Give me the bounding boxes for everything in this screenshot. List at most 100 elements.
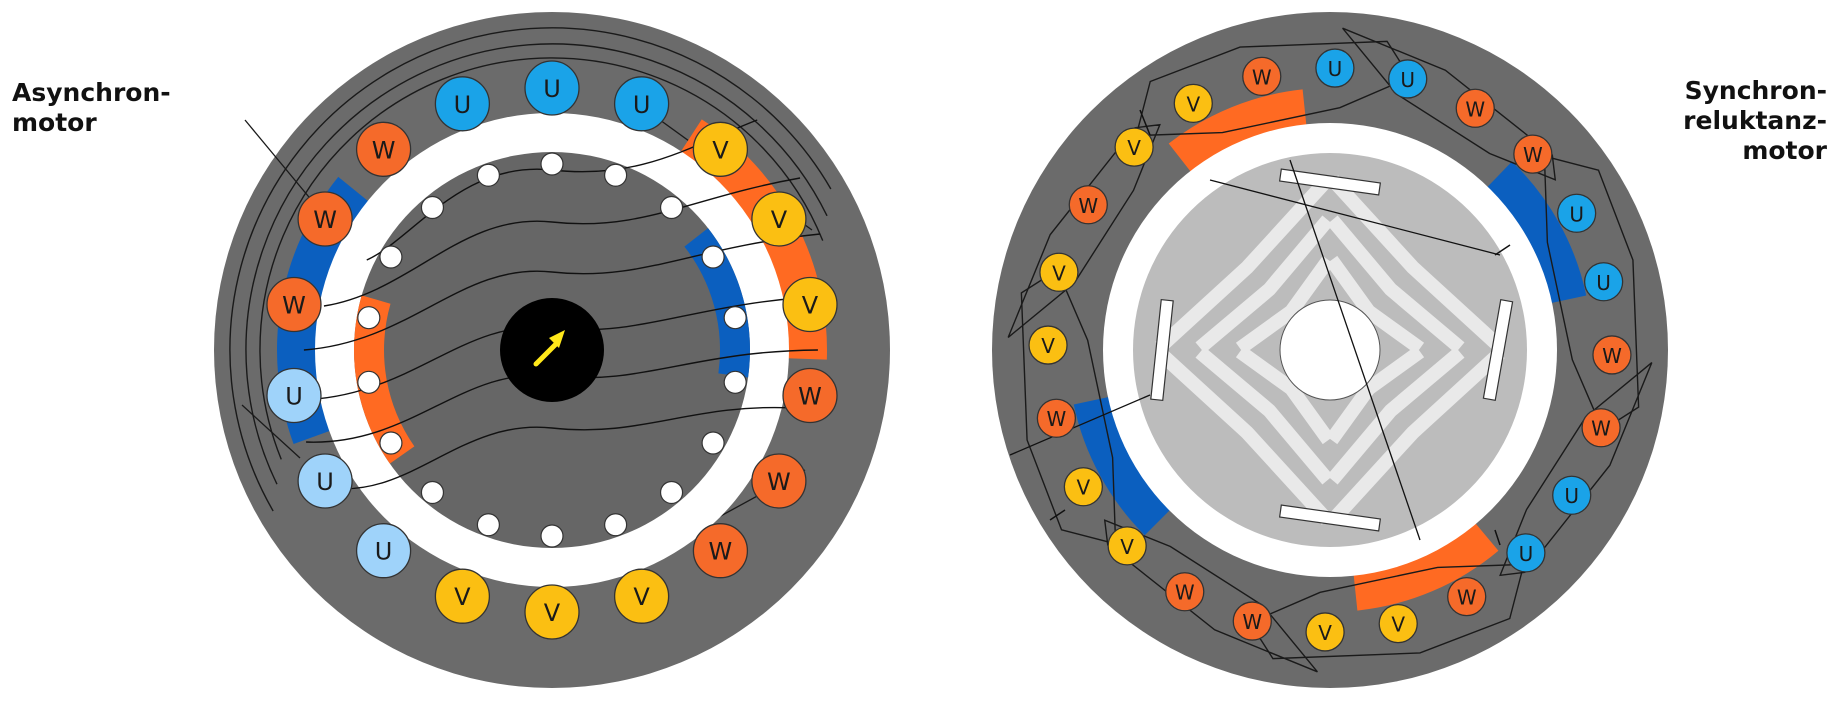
coil-letter: W (1175, 581, 1195, 605)
label-right-line-2: reluktanz- (1683, 106, 1827, 135)
coil-v: V (434, 568, 491, 624)
label-left-line-1: Asynchron- (12, 78, 171, 107)
coil-circle (1039, 252, 1079, 292)
rotor-bar (476, 163, 500, 187)
coil-letter: U (1400, 68, 1415, 92)
coil-letter: W (1523, 143, 1543, 167)
coil-letter: V (1318, 621, 1332, 645)
coil-letter: U (1569, 202, 1584, 226)
rotor-bar (604, 513, 628, 537)
rotor-bar (357, 306, 381, 330)
coil-letter: W (1046, 407, 1066, 431)
asynchronous-motor-label: Asynchron- motor (12, 78, 171, 138)
rotor-slot-rect (1278, 168, 1382, 196)
coil-circle (434, 76, 491, 132)
coil-w: W (1513, 134, 1553, 174)
winding-outline (245, 43, 828, 485)
coil-letter: V (1041, 334, 1055, 358)
right-shaft-bore (1279, 299, 1381, 401)
coil-letter: W (1252, 65, 1272, 89)
flux-barrier (1326, 346, 1465, 485)
coil-circle (434, 568, 491, 624)
left-rotor-bars (357, 152, 747, 548)
coil-letter: V (544, 599, 561, 627)
rotor-bar (659, 480, 684, 505)
magnetic-field-line (329, 406, 794, 490)
coil-letter: U (454, 91, 472, 119)
coil-circle (1552, 475, 1592, 515)
coil-letter: V (802, 292, 819, 320)
coil-w: W (1581, 408, 1621, 448)
coil-letter: V (1120, 535, 1134, 559)
coil-v: V (1378, 603, 1418, 644)
coil-circle (1592, 335, 1632, 375)
rotor-bar (420, 480, 445, 505)
coil-w: W (1455, 88, 1495, 128)
coil-circle (355, 121, 412, 177)
coil-letter: W (1591, 417, 1611, 441)
coil-circle (1107, 526, 1147, 566)
coil-letter: W (1242, 610, 1262, 634)
coil-u: U (1552, 475, 1592, 515)
coil-circle (297, 191, 353, 247)
coil-circle (266, 367, 322, 424)
coil-letter: V (1391, 613, 1405, 637)
magnetic-field-line (323, 177, 801, 307)
coil-letter: W (1465, 97, 1485, 121)
rotor-slot (1482, 299, 1514, 401)
rotor-bar (357, 370, 381, 394)
coil-letter: U (285, 382, 303, 410)
coil-u: U (1388, 59, 1428, 99)
coil-letter: V (633, 583, 650, 611)
coil-circle (1232, 601, 1272, 641)
winding-outline (1248, 563, 1525, 660)
coil-circle (1447, 576, 1487, 617)
coil-circle (613, 76, 670, 132)
coil-circle (524, 60, 580, 116)
coil-u: U (524, 60, 580, 116)
coil-letter: W (1078, 194, 1098, 218)
coil-circle (1165, 572, 1205, 612)
winding-outline (259, 57, 824, 460)
label-right-line-3: motor (1742, 136, 1827, 165)
coil-letter: W (282, 292, 306, 320)
coil-v: V (1063, 467, 1104, 507)
coil-u: U (1583, 262, 1624, 302)
flux-barrier (1327, 347, 1505, 525)
coil-circle (1513, 134, 1553, 174)
coil-v: V (613, 568, 670, 624)
synchronous-reluctance-motor-label: Synchron- reluktanz- motor (1683, 76, 1827, 166)
coil-letter: W (767, 468, 791, 496)
rotor-slot-rect (1482, 299, 1514, 401)
coil-u: U (434, 76, 491, 132)
flux-barrier (1325, 255, 1425, 355)
flux-barrier (1155, 175, 1333, 353)
coil-letter: V (1186, 92, 1200, 116)
coil-circle (751, 453, 807, 509)
flux-barrier (1235, 255, 1335, 355)
right-phase-bands (1073, 89, 1587, 611)
coil-circle (1063, 467, 1104, 507)
winding-outline (1135, 40, 1412, 137)
coil-v: V (751, 191, 807, 247)
coil-circle (782, 367, 838, 424)
magnetic-field-line (1494, 244, 1511, 256)
orange-phase-band (1168, 89, 1307, 176)
rotor-bar (540, 524, 564, 548)
coil-circle (692, 121, 749, 177)
coil-u: U (613, 76, 670, 132)
coil-u: U (1506, 533, 1546, 573)
coil-circle (751, 191, 807, 247)
orange-phase-band (1353, 520, 1499, 611)
coil-circle (1583, 262, 1624, 302)
coil-w: W (782, 367, 838, 424)
coil-letter: U (316, 468, 334, 496)
coil-w: W (297, 191, 353, 247)
coil-letter: W (798, 382, 822, 410)
magnetic-field-line (1009, 394, 1151, 456)
coil-letter: W (372, 136, 396, 164)
coil-letter: V (454, 583, 471, 611)
coil-circle (782, 276, 838, 333)
